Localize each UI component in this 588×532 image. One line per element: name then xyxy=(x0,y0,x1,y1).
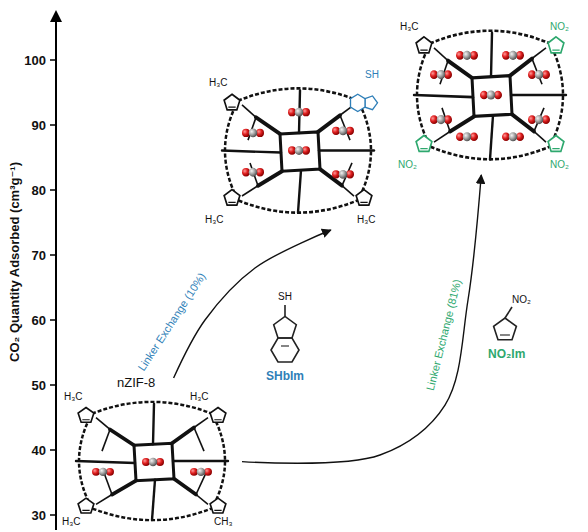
exchange-arrow xyxy=(242,175,481,463)
zif-cage xyxy=(222,88,378,212)
co2-molecule xyxy=(528,70,550,79)
co2-molecule xyxy=(242,168,264,177)
cage-frame xyxy=(414,31,566,160)
imidazole-ring xyxy=(224,190,240,205)
zif-cage xyxy=(76,402,228,520)
linker-molecule: NO₂ NO₂Im xyxy=(478,290,553,362)
co2-molecule xyxy=(430,70,452,79)
co2-molecule xyxy=(456,51,478,60)
tick-label: 60 xyxy=(32,314,46,327)
co2-molecule xyxy=(502,51,524,60)
zif-cage: H₃C SH H₃C H₃C xyxy=(205,60,390,230)
cage-frame xyxy=(76,402,228,520)
methyl-label: CH₃ xyxy=(214,517,233,527)
imidazole-ring xyxy=(356,190,372,205)
linker-name: NO₂Im xyxy=(488,348,525,360)
co2-molecule xyxy=(242,128,264,137)
methyl-label: H₃C xyxy=(209,78,228,88)
no2im-structure xyxy=(494,307,517,340)
nitro-label: NO₂ xyxy=(512,295,531,305)
linker-molecule: SH SHbIm xyxy=(255,282,330,384)
co2-molecule xyxy=(92,468,114,476)
linker-name: SHbIm xyxy=(266,370,304,382)
nitro-label: NO₂ xyxy=(550,160,569,170)
tick-label: 90 xyxy=(32,119,46,132)
thiol-label: SH xyxy=(365,70,379,80)
imidazole-ring xyxy=(78,408,94,423)
tick-label: 50 xyxy=(32,379,46,392)
zif-cage: nZIF-8H₃C H₃C H₃C CH₃ xyxy=(62,378,242,530)
imidazole-ring xyxy=(210,498,226,513)
shbim-structure xyxy=(271,305,299,362)
tick-label: 100 xyxy=(24,54,46,67)
tick-label: 70 xyxy=(32,249,46,262)
zif-cage: H₃C NO₂ NO₂ NO₂ xyxy=(398,0,583,175)
tick-label: 40 xyxy=(32,444,46,457)
co2-molecule xyxy=(142,458,164,466)
imidazole-ring xyxy=(416,37,432,53)
co2-molecule xyxy=(288,108,310,117)
methyl-label: H₃C xyxy=(190,392,209,402)
imidazole-ring xyxy=(210,408,226,423)
methyl-label: H₃C xyxy=(205,215,224,225)
benzimidazole-ring xyxy=(351,94,378,111)
edge-label: Linker Exchange (81%) xyxy=(425,278,463,392)
axis-title: CO₂ Quantity Adsorbed (cm³g⁻¹) xyxy=(8,162,21,362)
co2-molecule xyxy=(528,115,550,124)
framework-name: nZIF-8 xyxy=(117,376,155,389)
axis-line xyxy=(55,16,57,530)
co2-molecule xyxy=(332,170,354,179)
co2-molecule xyxy=(430,115,452,124)
methyl-label: H₃C xyxy=(400,22,419,32)
nitroimidazole-ring xyxy=(416,135,432,151)
imidazole-ring xyxy=(78,498,94,513)
tick-label: 30 xyxy=(32,509,46,522)
tick-label: 80 xyxy=(32,184,46,197)
axis-ticks xyxy=(50,60,56,515)
co2-molecule xyxy=(332,126,354,135)
co2-molecule xyxy=(288,146,310,155)
imidazole-ring xyxy=(224,94,240,109)
co2-molecule xyxy=(480,90,502,99)
thiol-label: SH xyxy=(278,292,292,302)
co2-molecule xyxy=(190,468,212,476)
zif-cage xyxy=(414,31,566,160)
nitroimidazole-ring xyxy=(548,37,564,53)
methyl-label: H₃C xyxy=(357,215,376,225)
nitro-label: NO₂ xyxy=(550,22,569,32)
methyl-label: H₃C xyxy=(62,517,81,527)
nitro-label: NO₂ xyxy=(398,160,417,170)
edge-label: Linker Exchange (10%) xyxy=(136,271,208,373)
nitroimidazole-ring xyxy=(548,135,564,151)
co2-molecule xyxy=(456,132,478,141)
methyl-label: H₃C xyxy=(64,392,83,402)
exchange-arrow xyxy=(174,230,331,378)
co2-molecule xyxy=(502,132,524,141)
